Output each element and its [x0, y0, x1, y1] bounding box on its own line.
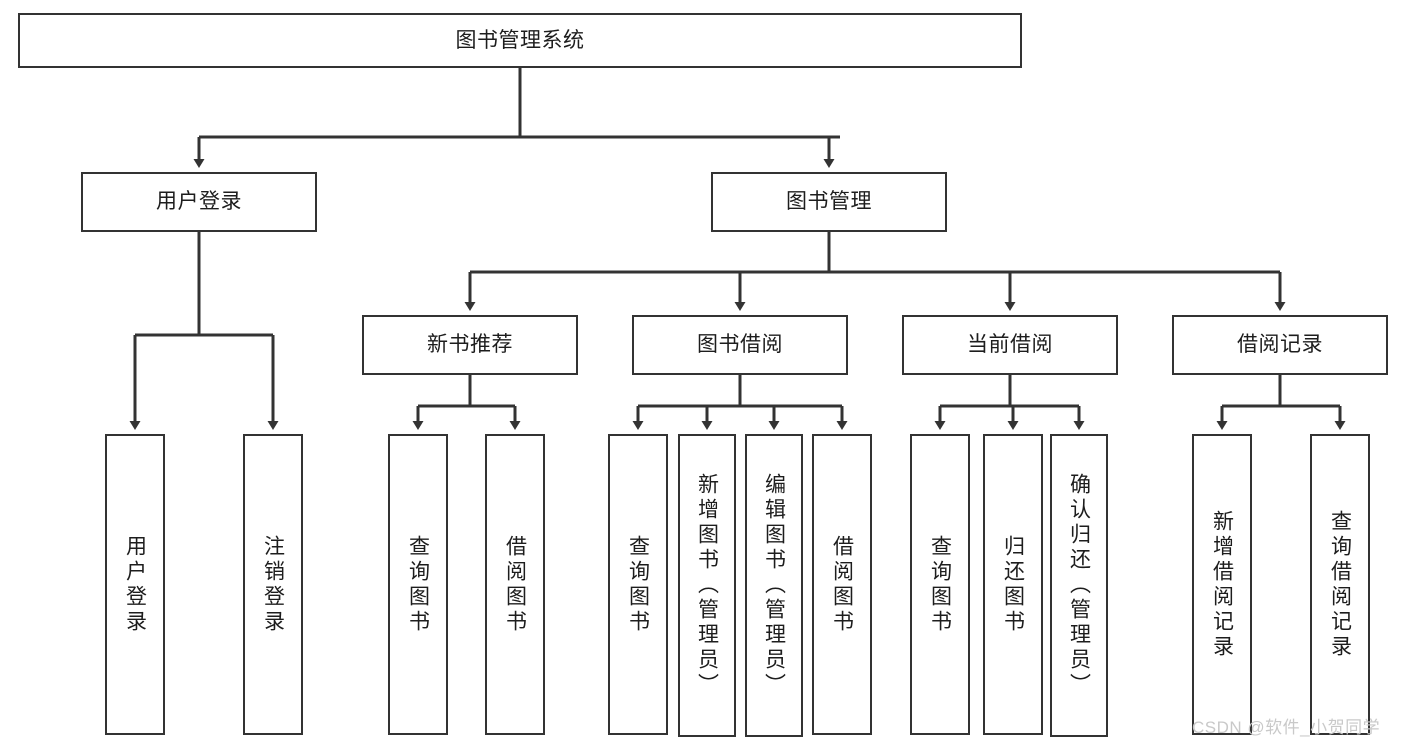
node-leaf-query-book-1-label: 查询图书 [406, 534, 430, 635]
node-leaf-add-record[interactable]: 新增借阅记录 [1192, 434, 1252, 735]
node-leaf-borrow-book-1[interactable]: 借阅图书 [485, 434, 545, 735]
node-new-book-recommend-label: 新书推荐 [427, 333, 513, 357]
node-leaf-user-logout-label: 注销登录 [261, 534, 285, 635]
node-book-borrow[interactable]: 图书借阅 [632, 315, 848, 375]
node-leaf-borrow-book-2[interactable]: 借阅图书 [812, 434, 872, 735]
node-leaf-user-logout[interactable]: 注销登录 [243, 434, 303, 735]
node-leaf-add-book-label: 新增图书（管理员） [695, 473, 719, 698]
node-leaf-query-record-label: 查询借阅记录 [1328, 509, 1352, 660]
node-leaf-return-book[interactable]: 归还图书 [983, 434, 1043, 735]
node-borrow-record-label: 借阅记录 [1237, 333, 1323, 357]
node-leaf-query-book-3[interactable]: 查询图书 [910, 434, 970, 735]
node-new-book-recommend[interactable]: 新书推荐 [362, 315, 578, 375]
node-leaf-query-book-3-label: 查询图书 [928, 534, 952, 635]
node-current-borrow[interactable]: 当前借阅 [902, 315, 1118, 375]
node-leaf-confirm-return-label: 确认归还（管理员） [1067, 473, 1091, 698]
node-leaf-user-login[interactable]: 用户登录 [105, 434, 165, 735]
node-leaf-edit-book-label: 编辑图书（管理员） [762, 473, 786, 698]
node-leaf-edit-book[interactable]: 编辑图书（管理员） [745, 434, 803, 737]
node-user-login[interactable]: 用户登录 [81, 172, 317, 232]
node-leaf-query-book-2[interactable]: 查询图书 [608, 434, 668, 735]
node-leaf-borrow-book-1-label: 借阅图书 [503, 534, 527, 635]
node-leaf-add-record-label: 新增借阅记录 [1210, 509, 1234, 660]
node-borrow-record[interactable]: 借阅记录 [1172, 315, 1388, 375]
node-current-borrow-label: 当前借阅 [967, 333, 1053, 357]
node-leaf-query-record[interactable]: 查询借阅记录 [1310, 434, 1370, 735]
node-leaf-query-book-2-label: 查询图书 [626, 534, 650, 635]
node-book-manage[interactable]: 图书管理 [711, 172, 947, 232]
node-root[interactable]: 图书管理系统 [18, 13, 1022, 68]
node-leaf-add-book[interactable]: 新增图书（管理员） [678, 434, 736, 737]
node-leaf-query-book-1[interactable]: 查询图书 [388, 434, 448, 735]
csdn-watermark: CSDN @软件_小贺同学 [1192, 718, 1381, 737]
node-leaf-user-login-label: 用户登录 [123, 534, 147, 635]
node-leaf-confirm-return[interactable]: 确认归还（管理员） [1050, 434, 1108, 737]
node-user-login-label: 用户登录 [156, 190, 242, 214]
node-root-label: 图书管理系统 [455, 28, 585, 52]
node-book-manage-label: 图书管理 [786, 190, 872, 214]
node-leaf-return-book-label: 归还图书 [1001, 534, 1025, 635]
node-book-borrow-label: 图书借阅 [697, 333, 783, 357]
node-leaf-borrow-book-2-label: 借阅图书 [830, 534, 854, 635]
